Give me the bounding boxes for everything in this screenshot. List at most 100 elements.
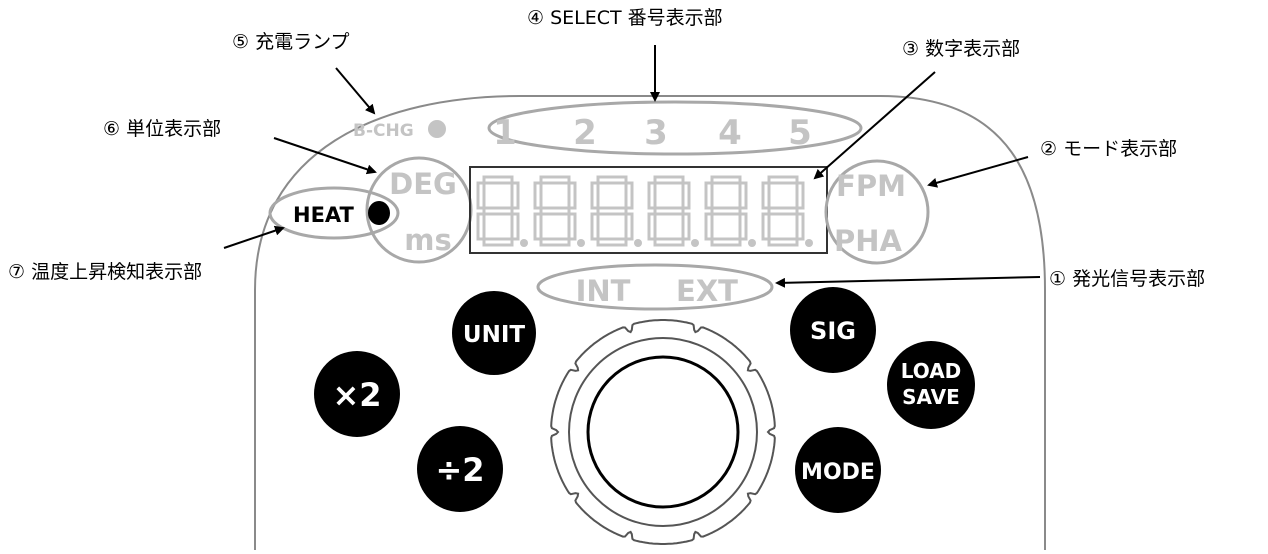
segment-dot (691, 239, 699, 247)
select-indicator-outline (487, 100, 863, 156)
arrow-numeric (813, 71, 936, 180)
load-button-label: LOAD (901, 359, 962, 383)
segment-dot (748, 239, 756, 247)
bchg-label: B-CHG (353, 121, 414, 141)
jog-dial-center[interactable] (586, 355, 740, 509)
segment (567, 212, 577, 241)
segment-digit (533, 175, 585, 247)
callout-select-number: ④ SELECT 番号表示部 (527, 7, 723, 29)
segment (624, 212, 634, 241)
segment (596, 237, 628, 247)
arrow-signal (775, 276, 1041, 288)
load-save-button[interactable]: LOAD SAVE (887, 341, 975, 429)
segment (647, 212, 657, 241)
segment-digit (704, 175, 756, 247)
select-number-1: 1 (493, 113, 517, 153)
x2-button-label: ×2 (332, 376, 381, 414)
unit-button-label: UNIT (463, 322, 525, 348)
sig-button-label: SIG (810, 317, 856, 345)
segment-dot (520, 239, 528, 247)
signal-indicator-outline (536, 263, 774, 311)
segment-dot (805, 239, 813, 247)
segment (761, 212, 771, 241)
mode-button[interactable]: MODE (795, 427, 881, 513)
mode-indicator-outline (824, 159, 930, 265)
segment (482, 175, 514, 185)
select-number-3: 3 (644, 113, 668, 153)
callout-heat-detect: ⑦ 温度上昇検知表示部 (8, 261, 203, 283)
segment (653, 175, 685, 185)
segment (624, 181, 634, 210)
mode-button-label: MODE (801, 460, 875, 485)
save-button-label: SAVE (902, 385, 960, 409)
segment-digit (647, 175, 699, 247)
segment (482, 206, 514, 216)
segment (681, 212, 691, 241)
arrow-heat (223, 225, 285, 249)
segment (510, 212, 520, 241)
heat-lamp-icon (368, 201, 390, 225)
segment-digit (761, 175, 813, 247)
div2-button-label: ÷2 (435, 451, 484, 489)
signal-int: INT (576, 274, 631, 308)
unit-deg: DEG (389, 167, 457, 201)
segment (795, 181, 805, 210)
callout-charge-lamp: ⑤ 充電ランプ (232, 31, 350, 53)
segment (653, 206, 685, 216)
callout-signal-display: ① 発光信号表示部 (1049, 268, 1206, 290)
segment (710, 206, 742, 216)
callout-numeric-display: ③ 数字表示部 (902, 38, 1021, 60)
sig-button[interactable]: SIG (790, 287, 876, 373)
arrow-mode (927, 156, 1029, 188)
segment (596, 206, 628, 216)
segment (533, 212, 543, 241)
segment (767, 175, 799, 185)
segment (710, 175, 742, 185)
signal-ext: EXT (676, 274, 738, 308)
segment (710, 237, 742, 247)
segment (795, 212, 805, 241)
segment-digit (476, 175, 528, 247)
callout-unit-display: ⑥ 単位表示部 (103, 118, 222, 140)
segment-dot (634, 239, 642, 247)
segment (767, 237, 799, 247)
segment (761, 181, 771, 210)
panel-outline (254, 95, 1046, 550)
mode-fpm: FPM (836, 169, 906, 203)
segment (482, 237, 514, 247)
segment (539, 206, 571, 216)
x2-button[interactable]: ×2 (314, 351, 400, 437)
unit-ms: ms (404, 223, 451, 257)
segment (704, 212, 714, 241)
segment (539, 175, 571, 185)
segment (590, 212, 600, 241)
select-number-4: 4 (718, 113, 742, 153)
segment (681, 181, 691, 210)
segment-dot (577, 239, 585, 247)
heat-indicator-outline (268, 186, 400, 240)
mode-pha: PHA (834, 224, 903, 258)
segment-digit (590, 175, 642, 247)
segment (539, 237, 571, 247)
heat-label: HEAT (293, 203, 355, 227)
segment (647, 181, 657, 210)
segment (738, 212, 748, 241)
jog-dial-ring (568, 337, 758, 527)
select-numbers: 1 2 3 4 5 (493, 113, 812, 153)
div2-button[interactable]: ÷2 (417, 426, 503, 512)
select-number-2: 2 (573, 113, 597, 153)
segment (653, 237, 685, 247)
segment-digits (476, 175, 813, 247)
segment (476, 212, 486, 241)
segment (567, 181, 577, 210)
charge-lamp-icon (428, 120, 446, 138)
arrow-unit (273, 137, 377, 175)
unit-button[interactable]: UNIT (452, 291, 536, 375)
segment (767, 206, 799, 216)
segment (704, 181, 714, 210)
segment (510, 181, 520, 210)
callout-mode-display: ② モード表示部 (1040, 138, 1178, 160)
select-number-5: 5 (788, 113, 812, 153)
